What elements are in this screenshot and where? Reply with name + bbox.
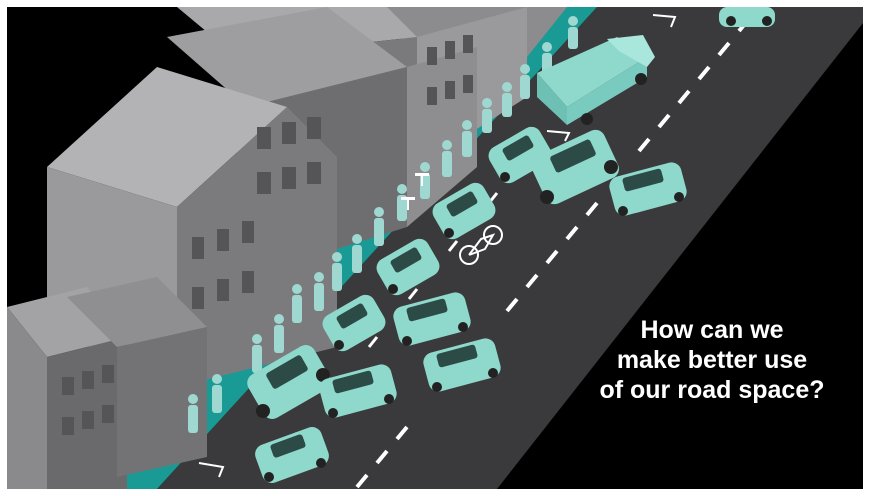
street-scene-illustration bbox=[7, 7, 863, 489]
street-illustration-frame: How can we make better use of our road s… bbox=[7, 7, 863, 489]
bicycle-icon bbox=[459, 225, 503, 265]
headline-line-2: make better use bbox=[616, 346, 808, 374]
parking-bay-marks bbox=[198, 14, 677, 478]
headline-line-3: of our road space? bbox=[599, 376, 825, 404]
road bbox=[157, 7, 863, 489]
parked-car-row bbox=[247, 126, 552, 483]
cafe-seating bbox=[401, 173, 429, 210]
headline: How can we make better use of our road s… bbox=[577, 315, 847, 405]
delivery-truck bbox=[537, 35, 655, 125]
headline-line-1: How can we bbox=[640, 316, 784, 344]
moving-car-row bbox=[319, 7, 775, 418]
lane-dashes bbox=[355, 17, 751, 489]
building-windows bbox=[62, 35, 473, 435]
